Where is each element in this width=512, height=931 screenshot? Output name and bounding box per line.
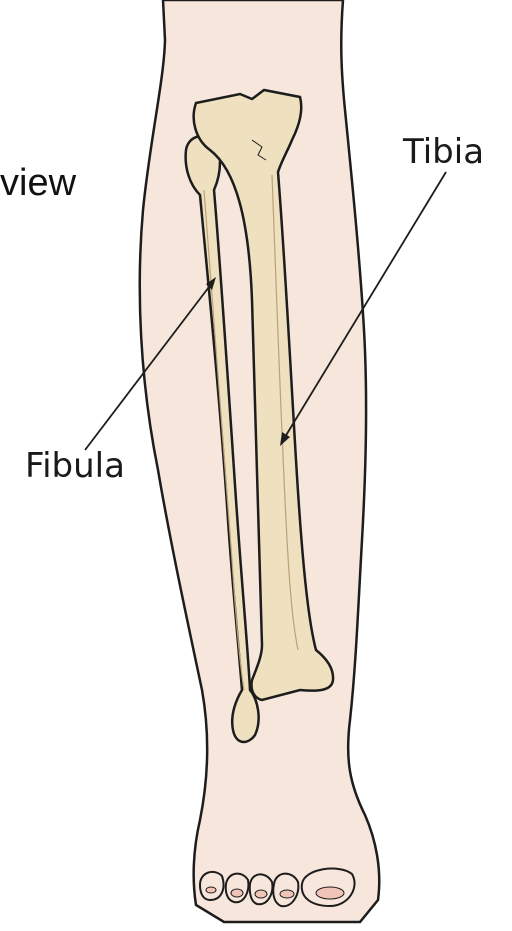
title-fragment: view (0, 162, 76, 205)
tibia-label: Tibia (403, 132, 484, 172)
toe-2 (226, 874, 249, 903)
toenail-4 (280, 890, 294, 898)
toe-3 (250, 874, 273, 904)
toenail-3 (255, 890, 267, 898)
toenail-1 (206, 887, 216, 893)
toenail-2 (231, 889, 243, 897)
fibula-label: Fibula (25, 446, 125, 486)
toe-1 (200, 872, 224, 900)
toenail-5 (316, 887, 344, 899)
